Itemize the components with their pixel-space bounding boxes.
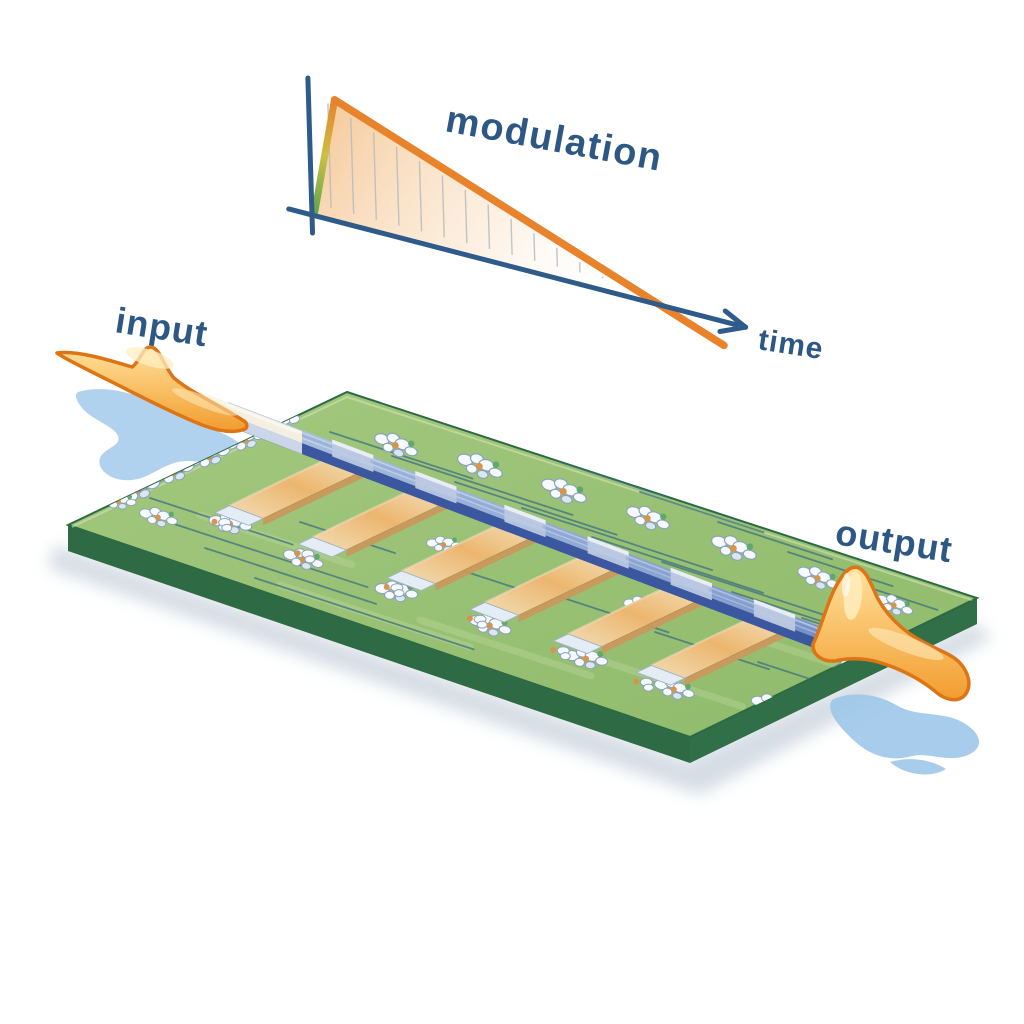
cap-pebble <box>221 523 233 532</box>
modulator-block-cap <box>552 633 603 655</box>
board-streak <box>416 616 595 680</box>
modulator-block-side <box>263 461 384 526</box>
modulator-block-cap <box>469 602 520 623</box>
trace-line <box>391 455 574 516</box>
trace-line <box>521 507 714 571</box>
waveguide-sleeve-top <box>587 536 629 556</box>
input-pulse-shadow <box>75 389 247 481</box>
cap-pebble <box>642 683 654 692</box>
modulator-block-cap <box>386 570 437 592</box>
waveguide-sleeve-top <box>504 504 546 525</box>
label-input: input <box>113 299 211 354</box>
trace-line <box>639 491 765 534</box>
comb-line <box>464 190 468 244</box>
modulator-block-cap <box>213 505 265 526</box>
modulator-block-cap <box>635 665 687 686</box>
label-modulation: modulation <box>442 99 666 180</box>
board-shadow <box>48 545 992 795</box>
waveguide-sleeve <box>587 536 629 569</box>
cap-pebble <box>393 589 405 598</box>
x-axis-arrowhead <box>722 308 749 330</box>
cap-pebble-orange <box>466 615 473 622</box>
input-pulse <box>55 345 249 434</box>
trace-line <box>591 536 765 594</box>
trace-line <box>254 577 475 651</box>
input-pulse-highlight <box>172 388 238 416</box>
y-axis <box>305 75 316 236</box>
waveguide-sleeve-top <box>332 439 374 459</box>
waveguide-sleeve-top <box>415 471 457 491</box>
comb-line <box>418 161 423 232</box>
modulator-block-side <box>435 526 556 591</box>
trace-line <box>787 551 894 588</box>
trace-line <box>204 547 378 605</box>
comb-line <box>395 146 400 226</box>
cap-pebble <box>476 620 488 629</box>
label-time: time <box>756 323 826 366</box>
waveguide-sleeve <box>415 471 457 504</box>
output-pulse-shadow <box>830 694 980 775</box>
comb-line <box>441 175 445 238</box>
waveguide-sleeve <box>504 504 546 538</box>
modulator-block-side <box>346 492 467 557</box>
cap-pebble-orange <box>633 678 640 685</box>
waveguide-sleeve-top <box>753 599 796 619</box>
output-pulse-highlight <box>868 627 944 661</box>
waveguide-sleeve <box>753 599 796 632</box>
cap-pebble-orange <box>211 518 218 525</box>
x-axis-arrowhead <box>717 324 749 335</box>
comb-line <box>556 247 559 267</box>
comb-line <box>533 233 536 261</box>
cap-pebble <box>304 555 316 564</box>
output-pulse <box>811 565 971 702</box>
cap-pebble-orange <box>294 550 301 557</box>
board-side-left <box>68 525 690 763</box>
comb-line <box>487 204 491 250</box>
trace-line <box>559 461 666 498</box>
trace-line <box>717 521 833 561</box>
modulator-block-cap <box>297 536 348 558</box>
cap-pebble-orange <box>550 646 557 653</box>
waveguide-sleeve-top <box>670 567 712 588</box>
trace-line <box>167 521 369 589</box>
trace-line <box>661 561 844 622</box>
modulator-block-side <box>684 620 805 686</box>
x-axis <box>286 206 749 330</box>
output-pulse-gloss <box>841 573 851 597</box>
comb-line <box>350 117 355 214</box>
waveguide-sleeve <box>670 567 712 601</box>
envelope-rise <box>311 96 339 216</box>
waveguide-sleeve <box>332 439 374 472</box>
trace-line <box>454 481 618 536</box>
waveguide-side <box>228 415 822 651</box>
board-streak <box>276 581 474 651</box>
comb-line <box>510 218 513 255</box>
modulation-chart <box>286 75 749 350</box>
cap-pebble-orange <box>383 583 390 590</box>
cap-pebble <box>559 652 571 661</box>
comb-line <box>372 132 378 220</box>
waveguide <box>227 402 823 651</box>
input-pulse-highlight <box>126 347 174 369</box>
modulator-block-side <box>518 557 639 623</box>
modulator-block-side <box>601 589 722 654</box>
